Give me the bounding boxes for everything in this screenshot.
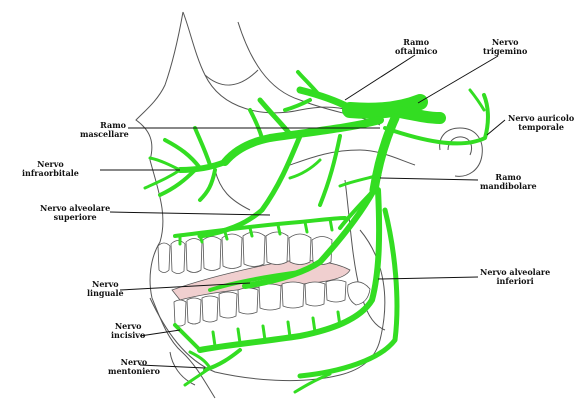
lower-tooth-5 — [238, 288, 258, 314]
lower-tooth-9 — [326, 280, 346, 302]
lower-tooth-4 — [219, 292, 237, 318]
posterior-alveolar-branch — [320, 136, 340, 205]
label-nervo-alveolare-inferiore-line2: inferiori — [480, 277, 550, 286]
label-nervo-incisivo-line2: incisivo — [111, 331, 145, 340]
label-nervo-mentoniero-line2: mentoniero — [108, 367, 160, 376]
label-ramo-oftalmico: Ramo oftalmico — [395, 38, 437, 56]
label-nervo-auricolo-temporale-line2: temporale — [508, 123, 574, 132]
infraorbital-nerve — [180, 162, 225, 170]
label-nervo-linguale: Nervo linguale — [87, 280, 124, 298]
leader-nervo-alveolare-superiore — [110, 212, 270, 215]
superior-alveolar-twig-7 — [330, 219, 332, 230]
nasal-outline — [215, 170, 250, 210]
label-nervo-alveolare-superiore: Nervo alveolare superiore — [40, 204, 110, 222]
infraorbital-twig-5 — [150, 158, 180, 170]
inferior-alveolar-twig-2 — [313, 318, 315, 332]
lower-tooth-8 — [305, 282, 325, 306]
ear-outline — [440, 128, 483, 176]
lower-tooth-6 — [259, 284, 281, 310]
maxillary-branch — [225, 120, 380, 162]
superior-alveolar-twig-2 — [200, 235, 202, 242]
superior-alveolar-twig-4 — [250, 228, 252, 236]
posterior-alveolar-twig — [290, 160, 320, 178]
nerve-network — [145, 72, 488, 392]
leader-ramo-mandibolare — [380, 178, 478, 180]
inferior-alveolar-twig-3 — [288, 322, 290, 337]
infraorbital-twig-2 — [160, 170, 195, 195]
label-nervo-alveolare-superiore-line2: superiore — [40, 213, 110, 222]
superior-alveolar-twig-3 — [225, 232, 227, 239]
inferior-alveolar-twig-4 — [263, 326, 265, 340]
lower-tooth-3 — [202, 296, 218, 322]
lower-tooth-7 — [282, 282, 304, 308]
leader-nervo-alveolare-inferiore — [378, 277, 478, 279]
mental-twig-2 — [190, 352, 210, 368]
label-nervo-linguale-line2: linguale — [87, 289, 124, 298]
label-nervo-incisivo: Nervo incisivo — [111, 322, 145, 340]
label-ramo-mandibolare-line2: mandibolare — [480, 182, 537, 191]
inferior-alveolar-twig-6 — [213, 332, 215, 346]
label-ramo-oftalmico-line2: oftalmico — [395, 47, 437, 56]
label-ramo-mandibolare: Ramo mandibolare — [480, 173, 537, 191]
upper-tooth-7 — [266, 232, 288, 265]
label-nervo-infraorbitale-line2: infraorbitale — [22, 169, 79, 178]
upper-tooth-5 — [222, 234, 242, 269]
label-nervo-trigemino-line2: trigemino — [483, 47, 527, 56]
upper-tooth-1 — [158, 243, 170, 273]
infraorbital-twig-3 — [195, 128, 210, 165]
label-ramo-mascellare-line2: mascellare — [80, 130, 126, 139]
label-nervo-mentoniero: Nervo mentoniero — [108, 358, 160, 376]
superior-alveolar-twig-6 — [305, 222, 307, 232]
maxillary-twig-2 — [250, 110, 262, 138]
leader-nervo-incisivo — [140, 330, 180, 336]
superior-alveolar-twig-5 — [278, 225, 280, 234]
inferior-alveolar-twig-5 — [238, 329, 240, 343]
upper-tooth-8 — [289, 234, 311, 265]
incisive-nerve — [175, 325, 200, 350]
upper-tooth-4 — [203, 237, 221, 271]
label-nervo-auricolo-temporale: Nervo auricolo temporale — [508, 114, 574, 132]
lower-tooth-2 — [187, 298, 201, 324]
upper-tooth-2 — [171, 241, 185, 274]
label-nervo-trigemino: Nervo trigemino — [483, 38, 527, 56]
label-ramo-mascellare: Ramo mascellare — [80, 121, 126, 139]
maxillary-twig-upper — [260, 100, 290, 134]
ophthalmic-branch — [300, 90, 350, 108]
zygomatic-outline — [290, 150, 415, 165]
wisdom-tooth — [348, 282, 370, 305]
ear-inner-outline — [448, 137, 472, 155]
leader-ramo-oftalmico — [345, 55, 415, 100]
label-nervo-infraorbitale: Nervo infraorbitale — [22, 160, 79, 178]
inferior-alveolar-twig-1 — [338, 312, 340, 326]
auriculotemporal-twig — [470, 90, 484, 110]
upper-tooth-6 — [243, 232, 265, 267]
trigeminal-root — [400, 112, 440, 118]
label-nervo-alveolare-inferiore: Nervo alveolare inferiori — [480, 268, 550, 286]
superior-alveolar-trunk — [200, 136, 300, 236]
infraorbital-twig-4 — [200, 170, 215, 200]
lower-tooth-1 — [174, 300, 186, 326]
skull-outline-upper — [183, 12, 258, 85]
mandibular-buccal-twig — [340, 190, 374, 228]
upper-tooth-3 — [186, 239, 202, 273]
